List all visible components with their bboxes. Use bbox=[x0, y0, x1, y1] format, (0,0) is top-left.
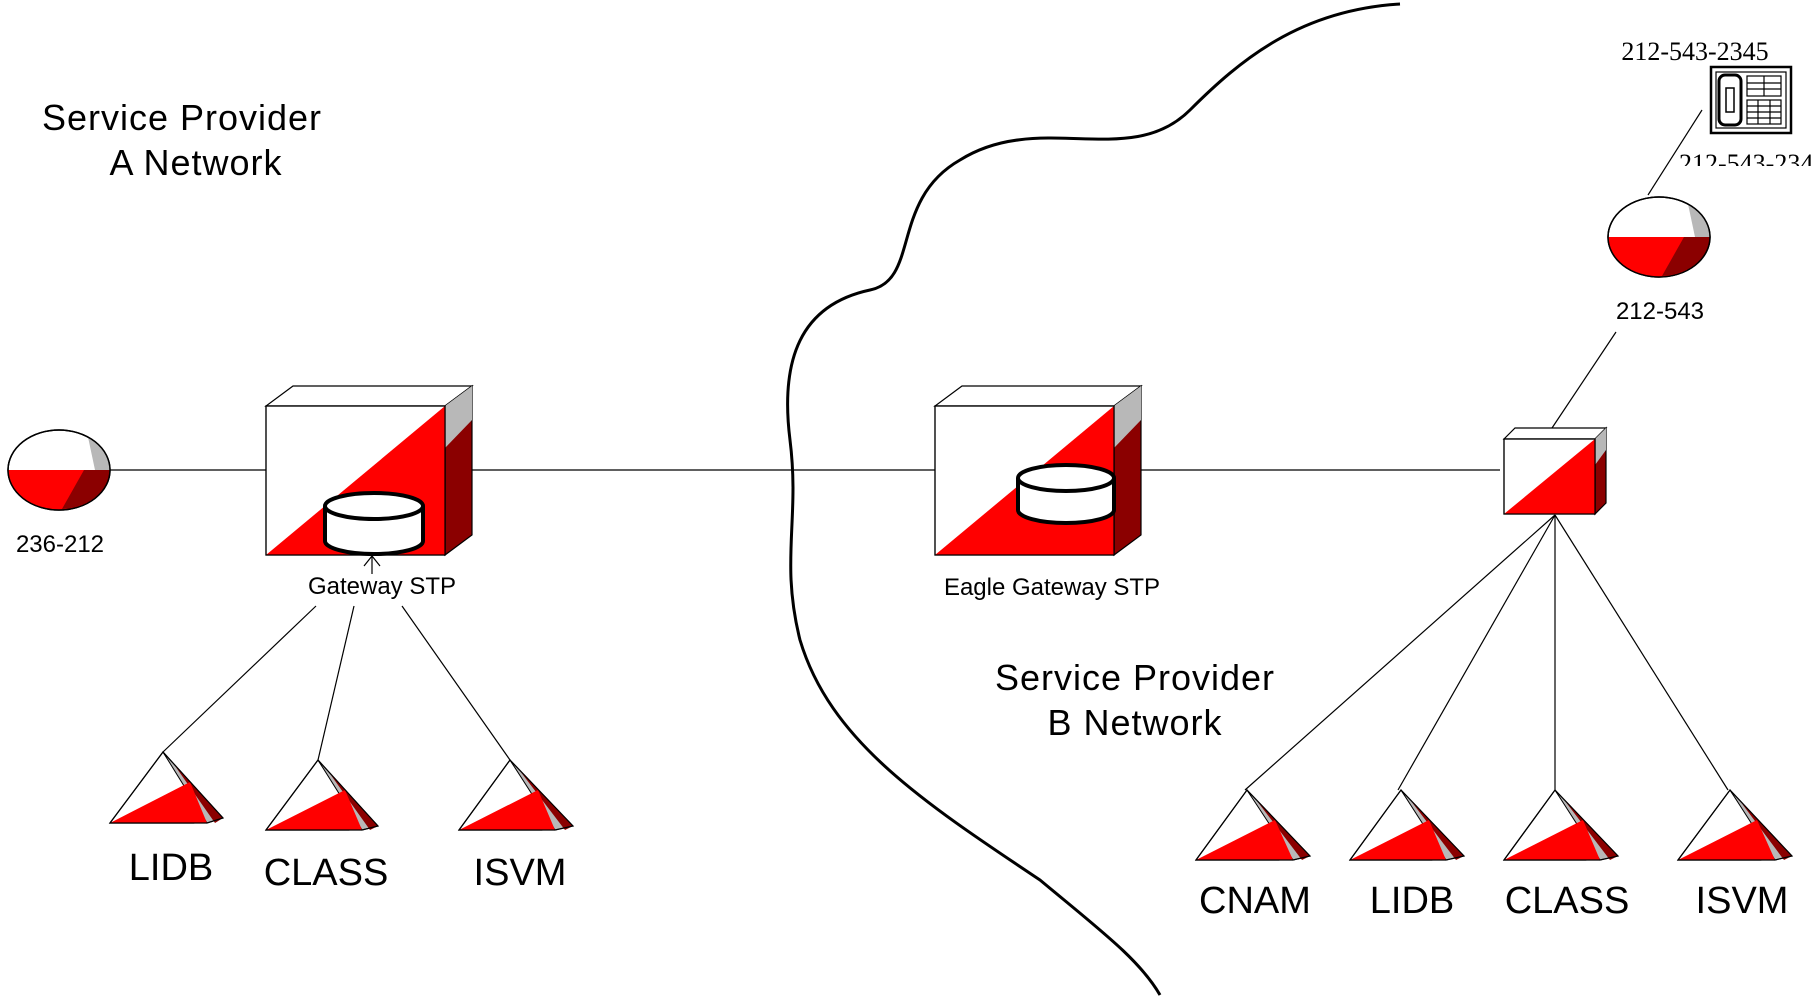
switch-a-label: 236-212 bbox=[16, 531, 104, 558]
database-pyramid-class-a bbox=[264, 758, 380, 831]
database-label-lidb-b: LIDB bbox=[1370, 880, 1454, 922]
database-cylinder-icon bbox=[323, 491, 425, 556]
network-b-title-line2: B Network bbox=[1047, 702, 1222, 743]
network-a-title-line2: A Network bbox=[109, 142, 282, 183]
up-arrow-icon bbox=[363, 555, 381, 574]
network-b-title-line1: Service Provider bbox=[995, 657, 1275, 698]
gateway-stp-label: Gateway STP bbox=[308, 573, 456, 600]
database-label-lidb-a: LIDB bbox=[129, 847, 213, 889]
network-boundary-curve bbox=[786, 2, 1401, 996]
phone-number-bottom: 212-543-2345 bbox=[1679, 149, 1811, 178]
database-label-class-a: CLASS bbox=[264, 852, 389, 894]
eagle-gateway-stp-cube bbox=[933, 384, 1143, 557]
switch-236-212 bbox=[7, 429, 111, 511]
database-pyramid-class-b bbox=[1502, 788, 1620, 861]
local-stp-cube bbox=[1502, 426, 1608, 516]
switch-212-543 bbox=[1607, 196, 1711, 278]
database-pyramid-isvm-b bbox=[1676, 788, 1794, 861]
database-label-isvm-b: ISVM bbox=[1696, 880, 1789, 922]
database-label-class-b: CLASS bbox=[1505, 880, 1630, 922]
database-label-cnam-b: CNAM bbox=[1199, 880, 1311, 922]
connection-lines bbox=[110, 109, 1729, 791]
network-a-title-line1: Service Provider bbox=[42, 97, 322, 138]
eagle-gateway-stp-label: Eagle Gateway STP bbox=[944, 574, 1160, 601]
database-pyramid-lidb-b bbox=[1348, 788, 1466, 861]
database-pyramid-cnam-b bbox=[1194, 788, 1312, 861]
switch-b-label: 212-543 bbox=[1616, 298, 1704, 325]
database-pyramid-lidb-a bbox=[108, 750, 225, 824]
phone-number-top: 212-543-2345 bbox=[1621, 37, 1768, 66]
database-cylinder-icon bbox=[1016, 463, 1116, 525]
database-label-isvm-a: ISVM bbox=[474, 852, 567, 894]
phone-number-bottom-clip: 212-543-2345 bbox=[1679, 149, 1811, 178]
telephone-icon bbox=[1709, 65, 1793, 135]
database-pyramid-isvm-a bbox=[457, 758, 575, 831]
gateway-stp-cube bbox=[264, 384, 474, 574]
